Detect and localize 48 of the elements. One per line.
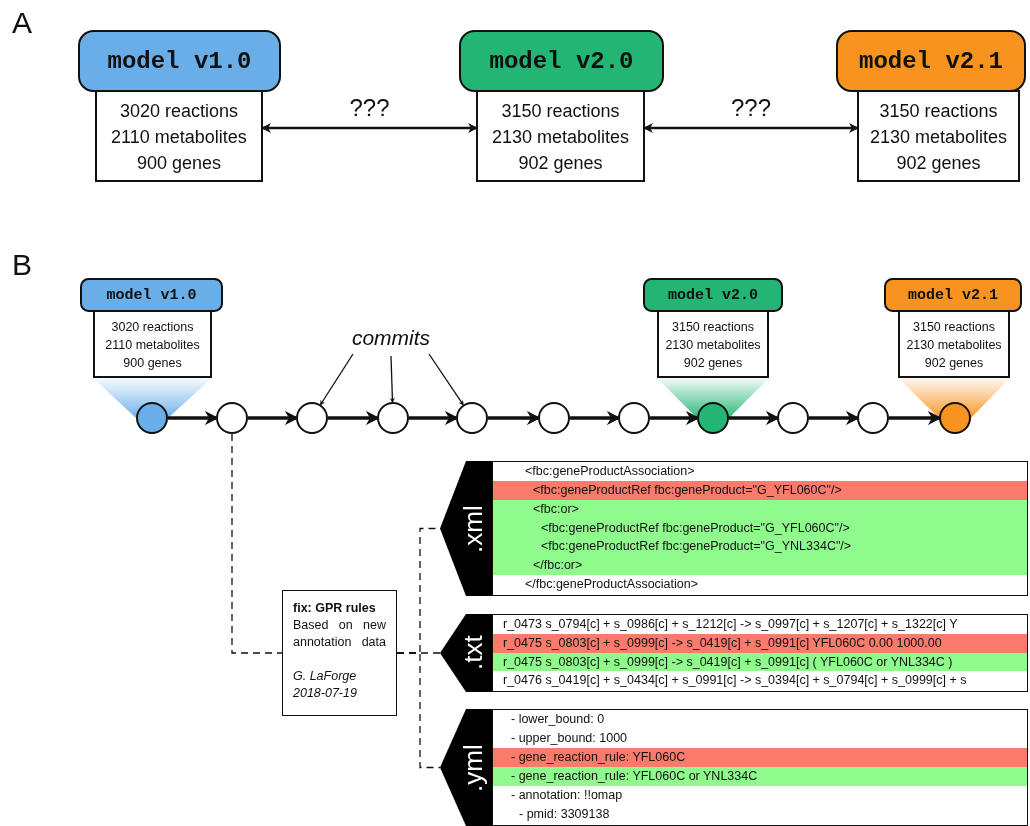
- file-extension-label: .xml: [456, 503, 489, 555]
- code-line: r_0476 s_0419[c] + s_0434[c] + s_0991[c] -> s_0394[c] + s_0794[c] + s_0999[c] + s: [502, 672, 968, 690]
- code-line: <fbc:geneProductAssociation>: [524, 463, 696, 480]
- file-extension-label: .yml: [456, 742, 489, 794]
- commit-circle: [777, 402, 809, 434]
- version-tab: model v2.1: [884, 278, 1022, 312]
- version-tab: model v2.1: [836, 30, 1026, 92]
- panel-letter: B: [12, 248, 32, 282]
- edge-label: ???: [348, 94, 391, 122]
- stats-box: 3020 reactions 2110 metabolites 900 genes: [93, 310, 212, 378]
- commit-circle: [618, 402, 650, 434]
- stats-box: 3150 reactions 2130 metabolites 902 genes: [476, 90, 645, 182]
- leader-arrow: [389, 355, 395, 404]
- file-extension-label: .txt: [456, 634, 489, 673]
- stats-box: 3150 reactions 2130 metabolites 902 genes: [857, 90, 1020, 182]
- stats-box: 3020 reactions 2110 metabolites 900 genes: [95, 90, 263, 182]
- commit-title: fix: GPR rules: [293, 600, 377, 617]
- commits-label: commits: [343, 324, 439, 352]
- commit-circle: [216, 402, 248, 434]
- code-line: - pmid: 3309138: [518, 806, 611, 823]
- dashed-connector: [231, 433, 283, 654]
- version-tab: model v2.0: [643, 278, 783, 312]
- leader-arrow: [428, 353, 464, 406]
- code-line: - annotation: !!omap: [510, 787, 624, 804]
- version-tab: model v2.0: [459, 30, 664, 92]
- leader-arrow: [319, 353, 354, 406]
- dashed-connector: [396, 652, 441, 769]
- code-line: </fbc:geneProductAssociation>: [524, 576, 700, 594]
- stats-box: 3150 reactions 2130 metabolites 902 genes: [898, 310, 1010, 378]
- panel-letter: A: [12, 6, 32, 40]
- commit-message: Based on new annotation data: [293, 617, 386, 651]
- commit-circle: [538, 402, 570, 434]
- commit-circle: [296, 402, 328, 434]
- version-tab: model v1.0: [78, 30, 281, 92]
- stats-box: 3150 reactions 2130 metabolites 902 genes: [657, 310, 769, 378]
- code-line: - upper_bound: 1000: [510, 730, 629, 747]
- commit-note-box: [282, 590, 397, 716]
- commit-author-date: G. LaForge 2018-07-19: [293, 668, 358, 702]
- version-tab: model v1.0: [80, 278, 223, 312]
- code-line: r_0473 s_0794[c] + s_0986[c] + s_1212[c] -> s_0997[c] + s_1207[c] + s_1322[c] Y: [502, 616, 959, 633]
- commit-circle: [377, 402, 409, 434]
- code-line: - lower_bound: 0: [510, 711, 606, 728]
- edge-label: ???: [729, 94, 772, 122]
- commit-circle: [939, 402, 971, 434]
- commit-circle: [136, 402, 168, 434]
- commit-circle: [697, 402, 729, 434]
- commit-circle: [857, 402, 889, 434]
- commit-circle: [456, 402, 488, 434]
